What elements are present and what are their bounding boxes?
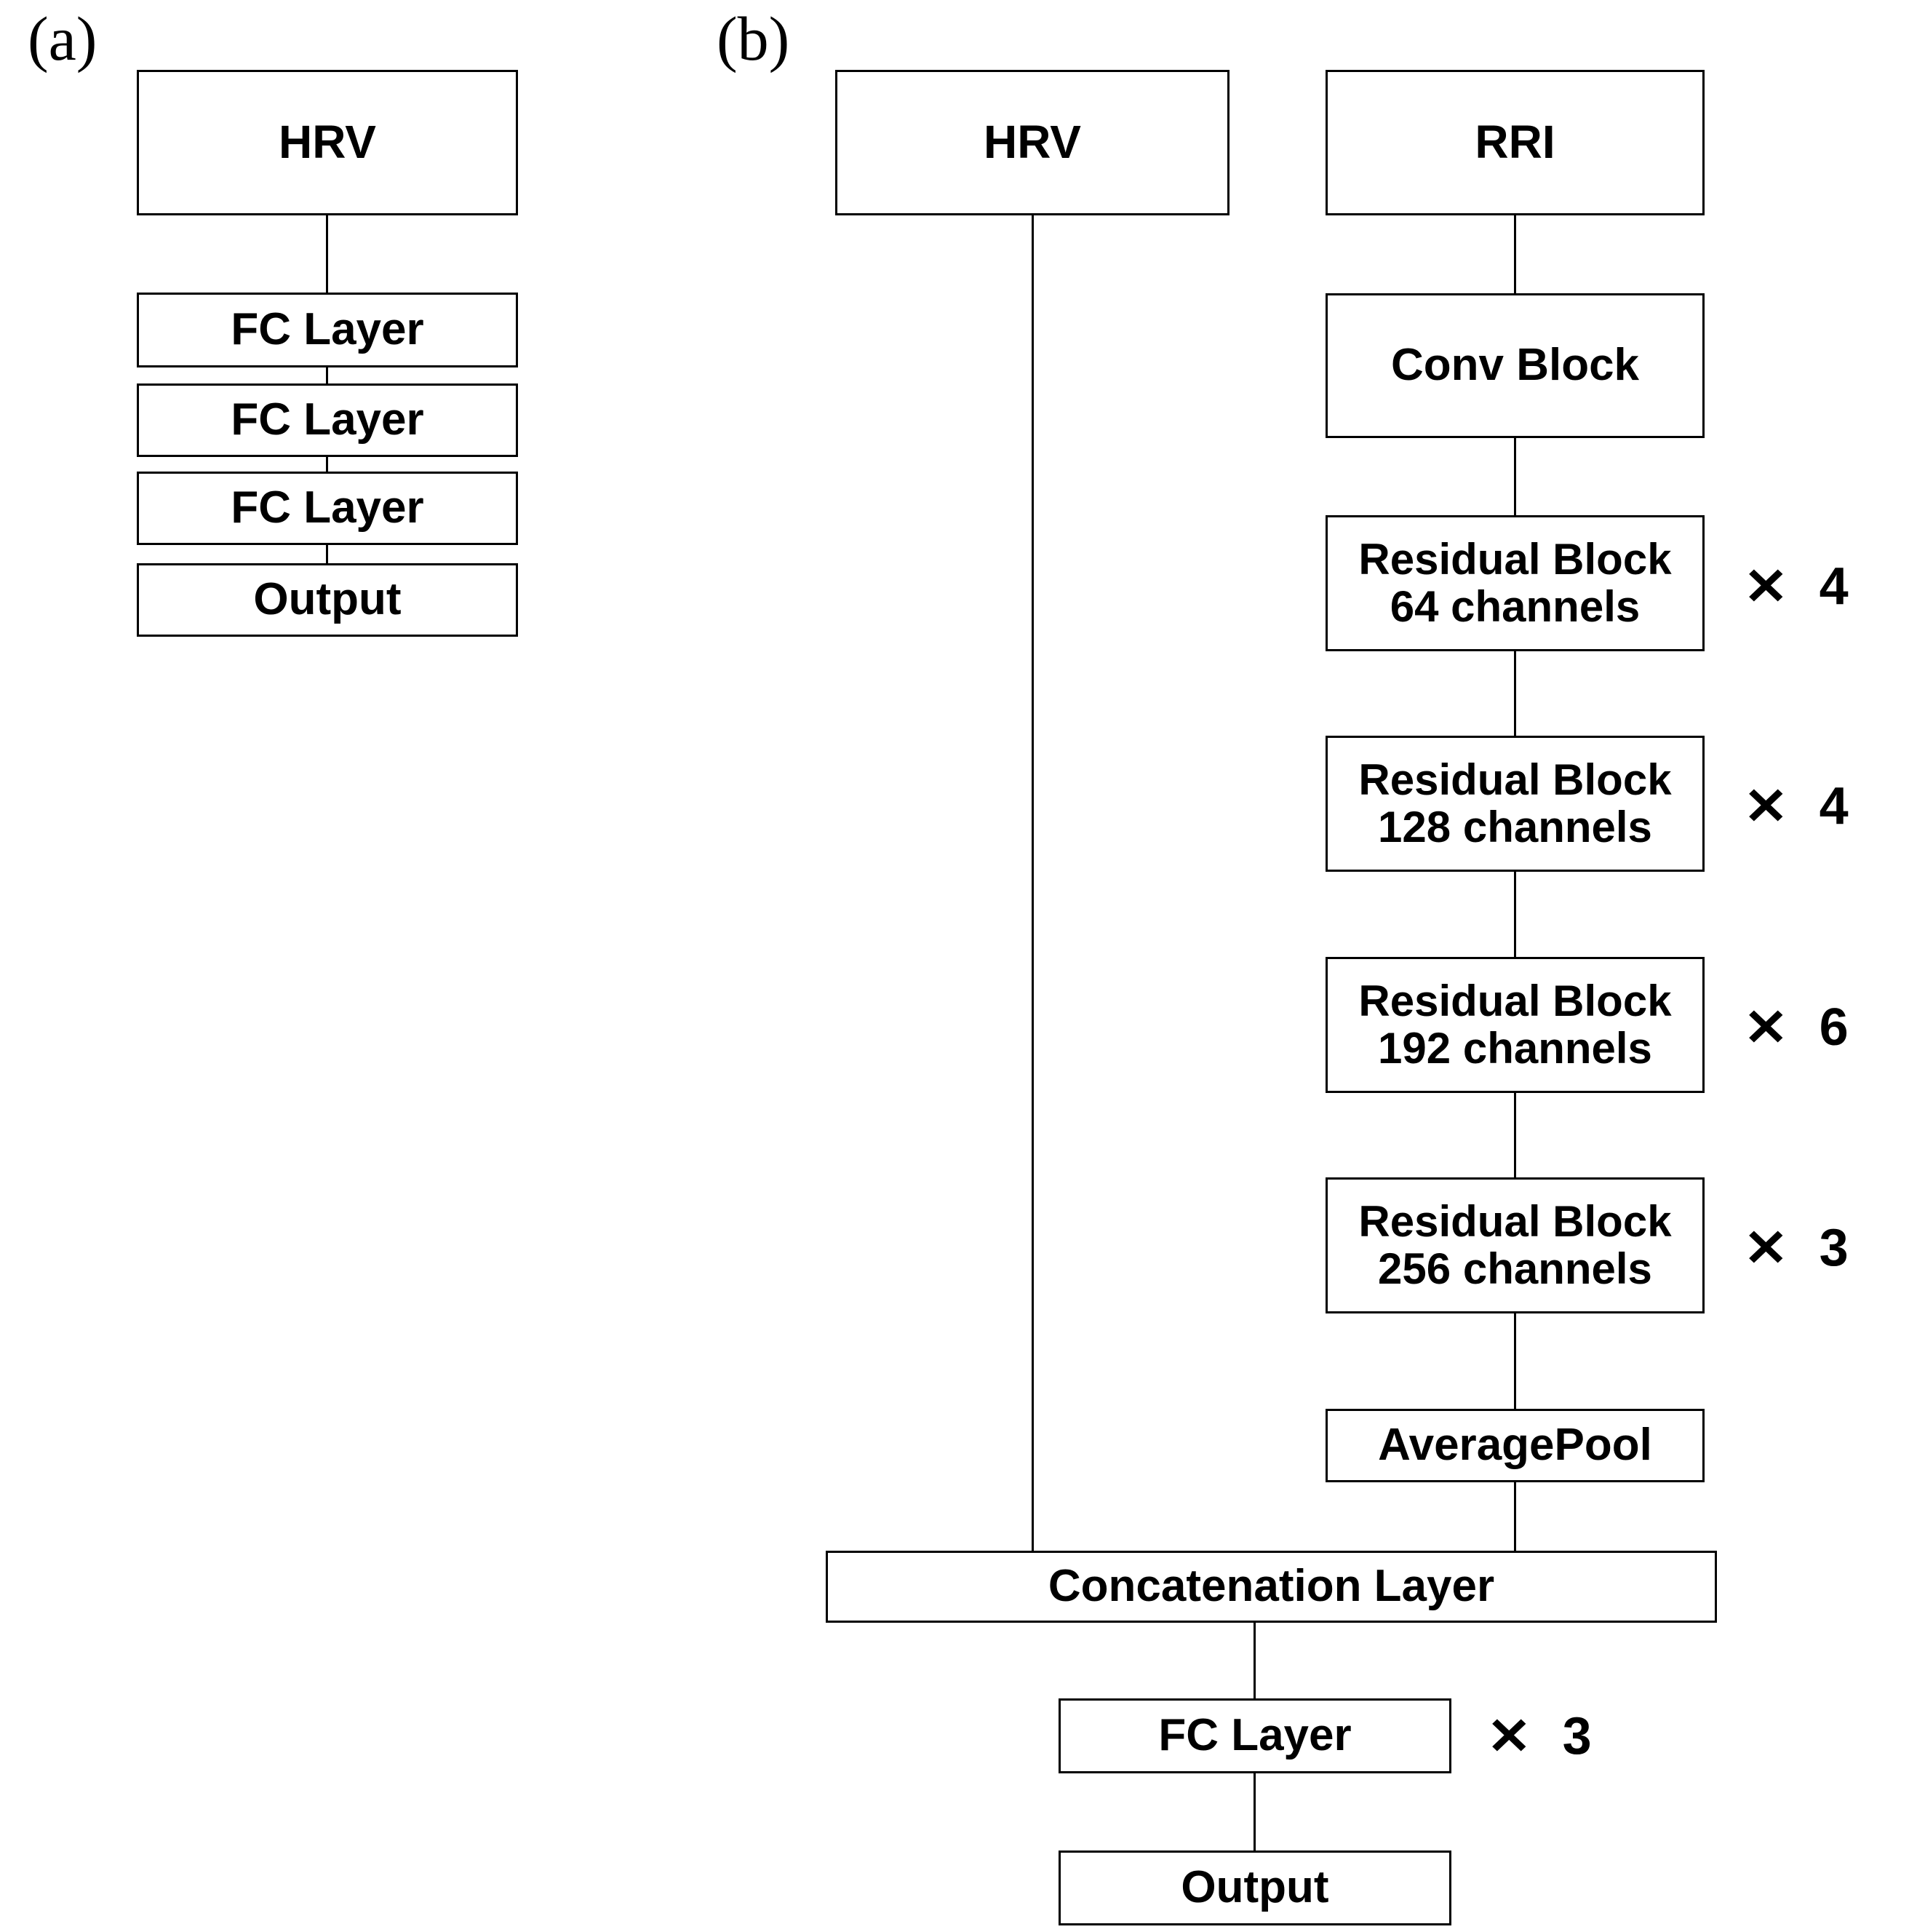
multiply-icon: ✕ bbox=[1743, 999, 1789, 1056]
node-label: Residual Block 256 channels bbox=[1358, 1196, 1672, 1293]
node-label: AveragePool bbox=[1378, 1420, 1652, 1471]
node-b-concatenation-layer[interactable]: Concatenation Layer bbox=[826, 1551, 1717, 1623]
connector-a-fc2-to-fc3 bbox=[326, 456, 328, 474]
connector-b-fc-to-output bbox=[1254, 1772, 1256, 1852]
node-b-residual-block-256[interactable]: Residual Block 256 channels bbox=[1326, 1177, 1705, 1313]
connector-b-rri-to-conv bbox=[1514, 214, 1516, 295]
node-label: Output bbox=[1181, 1862, 1329, 1913]
node-a-fc-layer-3[interactable]: FC Layer bbox=[137, 472, 518, 545]
node-label: Conv Block bbox=[1390, 340, 1640, 391]
panel-label-b: (b) bbox=[717, 4, 790, 73]
connector-a-fc3-to-output bbox=[326, 544, 328, 565]
node-b-residual-block-128[interactable]: Residual Block 128 channels bbox=[1326, 736, 1705, 872]
node-label: HRV bbox=[984, 116, 1081, 169]
node-label: Residual Block 192 channels bbox=[1358, 976, 1672, 1073]
connector-b-res192-to-res256 bbox=[1514, 1092, 1516, 1179]
node-b-conv-block[interactable]: Conv Block bbox=[1326, 293, 1705, 438]
multiplier-value: 3 bbox=[1562, 1707, 1592, 1765]
connector-a-hrv-to-fc1 bbox=[326, 215, 328, 295]
multiplier-value: 3 bbox=[1819, 1219, 1849, 1277]
node-b-average-pool[interactable]: AveragePool bbox=[1326, 1409, 1705, 1482]
multiplier-value: 6 bbox=[1819, 998, 1849, 1057]
node-b-residual-block-192[interactable]: Residual Block 192 channels bbox=[1326, 957, 1705, 1093]
connector-b-res128-to-res192 bbox=[1514, 870, 1516, 958]
node-b-hrv-input[interactable]: HRV bbox=[835, 70, 1230, 215]
node-a-fc-layer-2[interactable]: FC Layer bbox=[137, 383, 518, 457]
connector-b-avgpool-to-concat bbox=[1514, 1481, 1516, 1552]
multiply-icon: ✕ bbox=[1743, 558, 1789, 615]
node-label: Output bbox=[253, 574, 402, 625]
node-b-residual-block-64[interactable]: Residual Block 64 channels bbox=[1326, 515, 1705, 651]
node-a-output[interactable]: Output bbox=[137, 563, 518, 637]
node-a-hrv-input[interactable]: HRV bbox=[137, 70, 518, 215]
multiplier-residual-64: ✕ 4 bbox=[1743, 557, 1849, 616]
node-label: HRV bbox=[279, 116, 376, 169]
node-b-fc-layer[interactable]: FC Layer bbox=[1059, 1698, 1451, 1773]
connector-b-hrv-to-concat bbox=[1032, 215, 1034, 1552]
multiplier-residual-256: ✕ 3 bbox=[1743, 1219, 1849, 1277]
multiply-icon: ✕ bbox=[1743, 1220, 1789, 1276]
node-label: Concatenation Layer bbox=[1048, 1561, 1495, 1612]
multiplier-value: 4 bbox=[1819, 557, 1849, 616]
connector-b-res256-to-avgpool bbox=[1514, 1312, 1516, 1410]
node-label: FC Layer bbox=[231, 482, 424, 533]
node-label: FC Layer bbox=[231, 304, 424, 355]
connector-b-conv-to-res64 bbox=[1514, 437, 1516, 517]
connector-a-fc1-to-fc2 bbox=[326, 366, 328, 385]
multiply-icon: ✕ bbox=[1743, 778, 1789, 835]
node-label: Residual Block 128 channels bbox=[1358, 755, 1672, 851]
multiplier-value: 4 bbox=[1819, 777, 1849, 835]
multiplier-residual-128: ✕ 4 bbox=[1743, 777, 1849, 835]
node-b-output[interactable]: Output bbox=[1059, 1850, 1451, 1925]
node-label: Residual Block 64 channels bbox=[1358, 534, 1672, 631]
node-label: FC Layer bbox=[1158, 1710, 1352, 1761]
multiplier-fc-layer: ✕ 3 bbox=[1486, 1707, 1592, 1765]
multiplier-residual-192: ✕ 6 bbox=[1743, 998, 1849, 1057]
multiply-icon: ✕ bbox=[1486, 1708, 1532, 1765]
connector-b-concat-to-fc bbox=[1254, 1621, 1256, 1700]
node-b-rri-input[interactable]: RRI bbox=[1326, 70, 1705, 215]
node-label: RRI bbox=[1475, 116, 1555, 169]
connector-b-res64-to-res128 bbox=[1514, 650, 1516, 737]
node-a-fc-layer-1[interactable]: FC Layer bbox=[137, 293, 518, 367]
panel-label-a: (a) bbox=[28, 4, 97, 73]
node-label: FC Layer bbox=[231, 394, 424, 445]
